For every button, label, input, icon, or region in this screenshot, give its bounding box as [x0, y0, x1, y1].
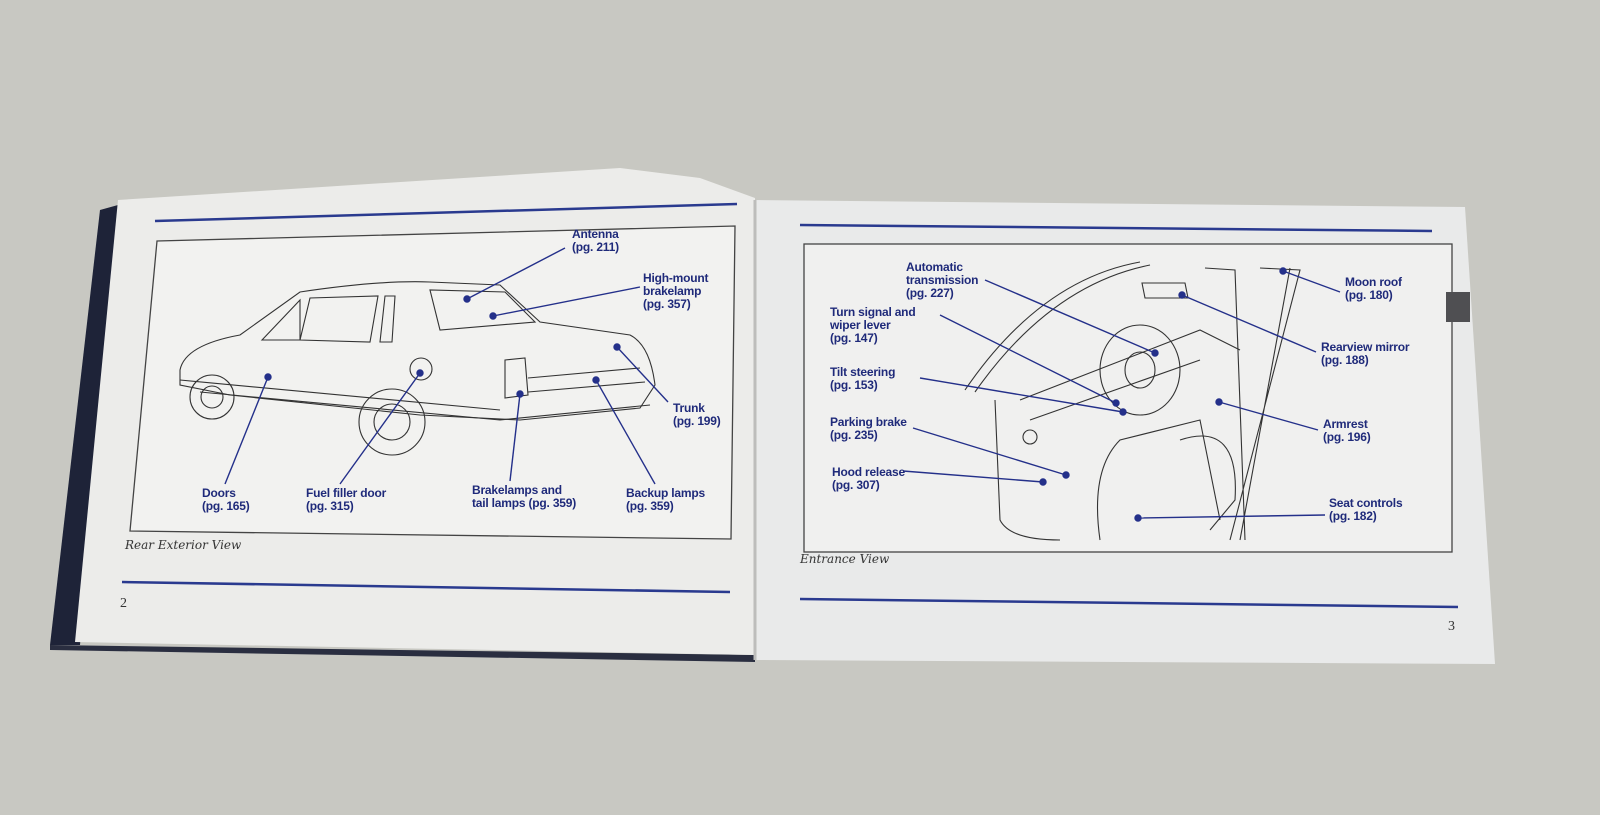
callout-turn-signal: Turn signal and wiper lever(pg. 147)	[830, 305, 916, 345]
leader-line	[466, 247, 566, 300]
callout-antenna: Antenna(pg. 211)	[572, 227, 619, 254]
callout-doors: Doors(pg. 165)	[202, 486, 250, 513]
leader-line	[919, 377, 1124, 413]
callout-backup-lamps: Backup lamps(pg. 359)	[626, 486, 705, 513]
callout-dot	[1151, 349, 1159, 357]
leader-line	[984, 279, 1156, 354]
callout-parking-brake: Parking brake(pg. 235)	[830, 415, 907, 442]
booklet-bottom-edge	[50, 645, 755, 662]
callout-dot	[516, 390, 524, 398]
callout-dot	[1215, 398, 1223, 406]
manual-cover	[50, 205, 118, 645]
leader-line	[1218, 401, 1319, 431]
callout-dot	[592, 376, 600, 384]
callout-dot	[1062, 471, 1070, 479]
illustration-frame-right	[803, 243, 1453, 553]
callout-high-mount-brakelamp: High-mount brakelamp(pg. 357)	[643, 271, 709, 311]
leader-line	[616, 346, 669, 403]
callout-moon-roof: Moon roof(pg. 180)	[1345, 275, 1402, 302]
leader-line	[1137, 514, 1326, 519]
callout-dot	[463, 295, 471, 303]
callout-trunk: Trunk(pg. 199)	[673, 401, 721, 428]
leader-line	[939, 314, 1117, 404]
callout-seat-controls: Seat controls(pg. 182)	[1329, 496, 1403, 523]
page-number-left: 2	[120, 596, 127, 611]
callout-dot	[1112, 399, 1120, 407]
car-entrance-interior-illustration	[964, 261, 1301, 541]
callout-automatic-transmission: Automatic transmission(pg. 227)	[906, 260, 979, 300]
top-rule-left	[154, 202, 738, 223]
callout-hood-release: Hood release(pg. 307)	[832, 465, 905, 492]
section-tab	[1446, 292, 1470, 322]
top-rule-right	[799, 223, 1433, 233]
callout-dot	[416, 369, 424, 377]
callout-dot	[1039, 478, 1047, 486]
leader-line	[492, 286, 641, 317]
leader-line	[912, 427, 1067, 476]
leader-line	[1282, 270, 1341, 293]
callout-brakelamps: Brakelamps and tail lamps (pg. 359)	[472, 483, 577, 510]
callout-dot	[1279, 267, 1287, 275]
callout-dot	[264, 373, 272, 381]
car-rear-exterior-illustration	[179, 281, 656, 456]
leader-line	[595, 379, 656, 485]
illustration-frame-left	[129, 225, 736, 540]
leader-line	[1181, 294, 1317, 353]
leader-line	[509, 393, 521, 482]
page-number-right: 3	[1448, 619, 1455, 634]
callout-dot	[1119, 408, 1127, 416]
callout-armrest: Armrest(pg. 196)	[1323, 417, 1371, 444]
leader-line	[339, 372, 421, 485]
callout-dot	[489, 312, 497, 320]
figure-caption-left: Rear Exterior View	[125, 538, 242, 552]
callout-rearview-mirror: Rearview mirror(pg. 188)	[1321, 340, 1410, 367]
leader-line	[224, 376, 269, 485]
callout-tilt-steering: Tilt steering(pg. 153)	[830, 365, 896, 392]
callout-dot	[613, 343, 621, 351]
callout-fuel-filler-door: Fuel filler door(pg. 315)	[306, 486, 387, 513]
figure-caption-right: Entrance View	[800, 552, 890, 566]
bottom-rule-left	[121, 580, 731, 594]
leader-line	[902, 470, 1044, 483]
callout-dot	[1134, 514, 1142, 522]
callout-dot	[1178, 291, 1186, 299]
bottom-rule-right	[799, 597, 1459, 609]
